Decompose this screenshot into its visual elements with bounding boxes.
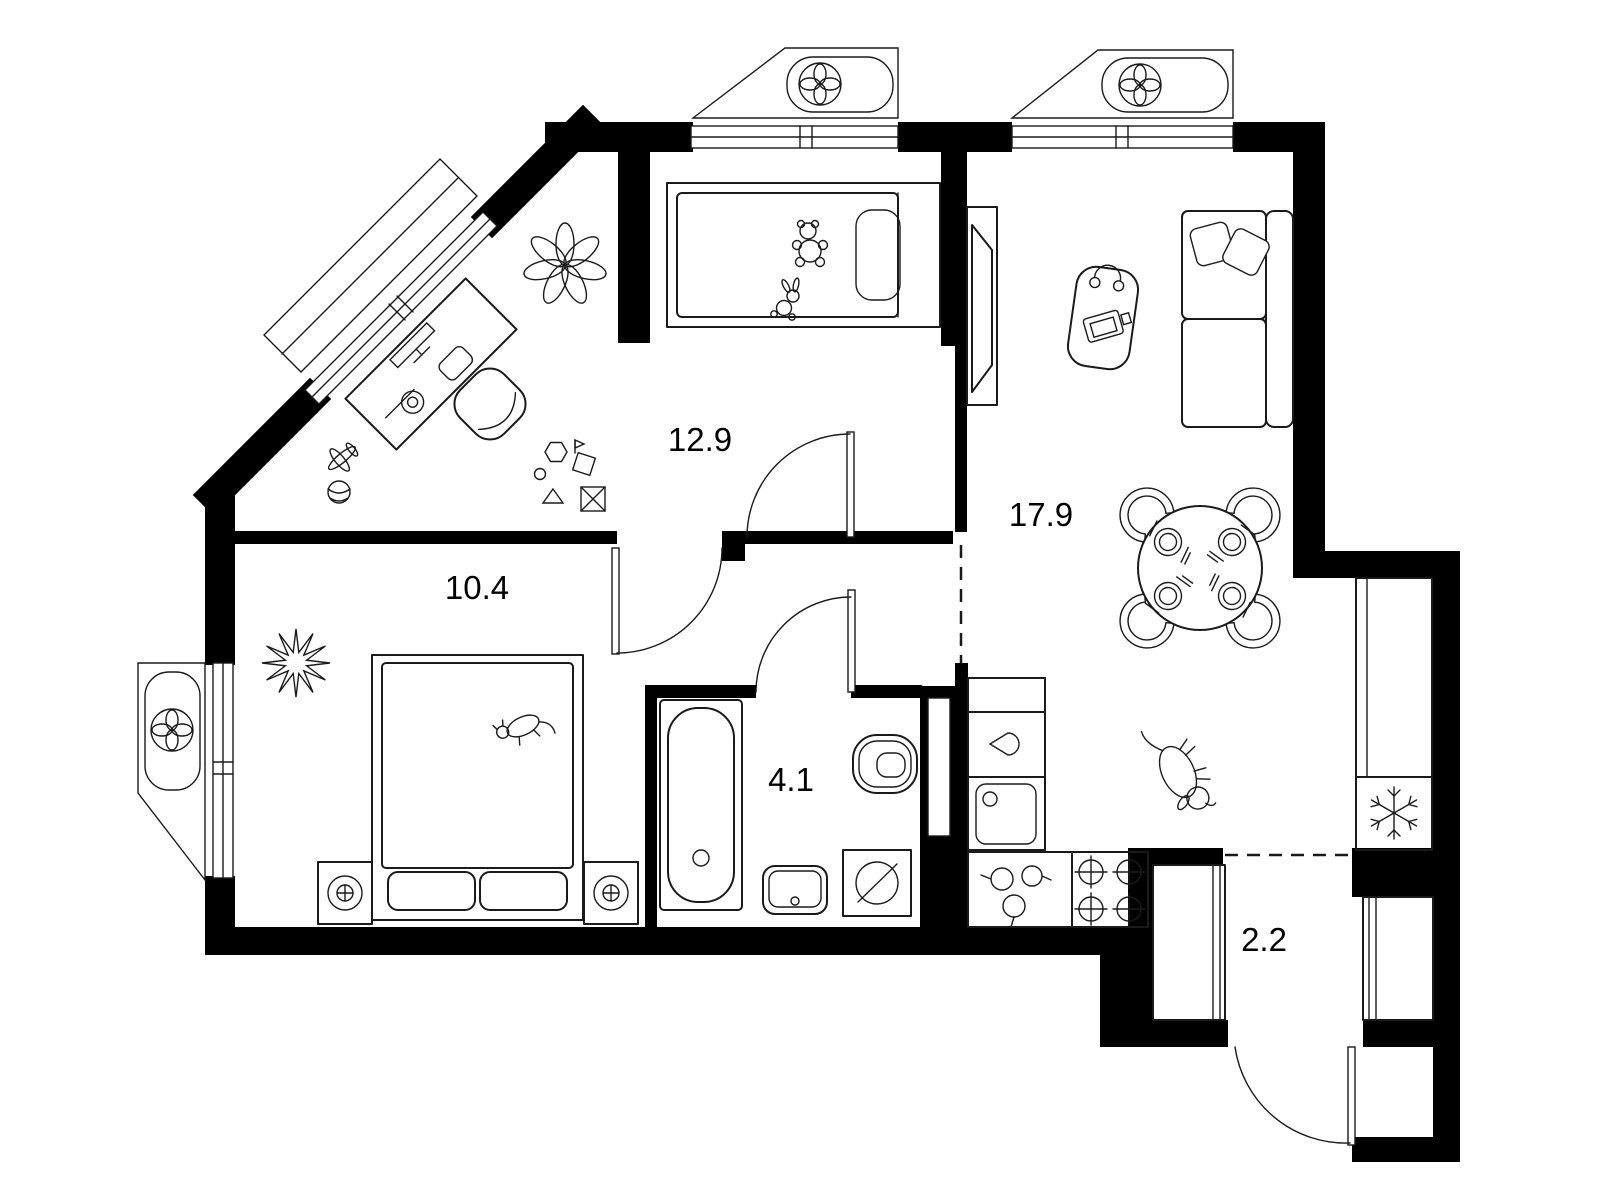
walls <box>192 104 1460 1162</box>
balcony-diagonal-glazing <box>263 158 478 373</box>
bathtub <box>659 699 743 911</box>
toy-ball-icon <box>327 480 351 504</box>
wardrobe-right <box>1362 896 1434 1021</box>
room-label-bedroom: 10.4 <box>445 569 509 606</box>
door-bedroom <box>611 547 723 655</box>
kitchen-counter <box>967 677 1073 928</box>
room-label-bathroom: 4.1 <box>768 761 814 798</box>
fridge <box>1355 776 1433 851</box>
kitchen-sink <box>975 783 1037 845</box>
single-bed <box>666 182 941 328</box>
media-pouf <box>1066 264 1140 371</box>
zone-boundaries <box>959 545 1350 857</box>
snowflake-icon <box>1368 787 1419 839</box>
bunny-toy-icon <box>770 277 800 321</box>
double-bed <box>371 654 584 921</box>
door-children <box>746 431 855 538</box>
room-label-children: 12.9 <box>668 421 732 458</box>
fan-icon <box>798 62 842 106</box>
door-bathroom <box>755 589 856 693</box>
stove <box>1071 851 1149 928</box>
toilet <box>852 734 918 794</box>
balcony-living <box>1009 49 1234 119</box>
toy-plane-icon <box>327 442 359 472</box>
window-living <box>1011 125 1234 149</box>
teddy-bear-icon <box>791 219 829 268</box>
window-diagonal <box>304 211 498 405</box>
desk-chair <box>453 367 527 441</box>
water-drop-icon <box>988 732 1020 756</box>
washing-machine <box>842 849 912 917</box>
toy-blocks-icon <box>533 438 606 512</box>
burner-icon <box>1074 855 1108 889</box>
desk <box>344 277 518 451</box>
tv <box>966 206 998 406</box>
ventilation-shaft <box>927 697 951 837</box>
fan-icon <box>1118 63 1162 107</box>
wardrobe-left <box>1152 864 1226 1021</box>
burner-icon <box>1074 892 1108 926</box>
window-bedroom <box>212 662 234 879</box>
balcony-bedroom <box>137 662 206 883</box>
cookware <box>980 865 1052 928</box>
tall-cabinet <box>1355 577 1433 778</box>
fan-icon <box>150 708 194 752</box>
balcony-children <box>690 47 899 119</box>
leafy-plant-icon <box>523 222 607 304</box>
window-children <box>690 125 899 149</box>
nightstand-left <box>317 861 373 925</box>
sofa <box>1181 210 1294 428</box>
door-entry <box>1234 1046 1356 1146</box>
nightstand-right <box>583 861 639 925</box>
lamp-icon <box>593 875 629 911</box>
spiky-plant-icon <box>261 628 331 698</box>
bathroom-sink <box>762 865 828 915</box>
lamp-icon <box>327 875 363 911</box>
cat-icon <box>492 714 556 746</box>
dining-table <box>1108 476 1292 660</box>
room-label-living: 17.9 <box>1009 496 1073 533</box>
room-label-entry: 2.2 <box>1241 921 1287 958</box>
dog-icon <box>1140 730 1217 811</box>
